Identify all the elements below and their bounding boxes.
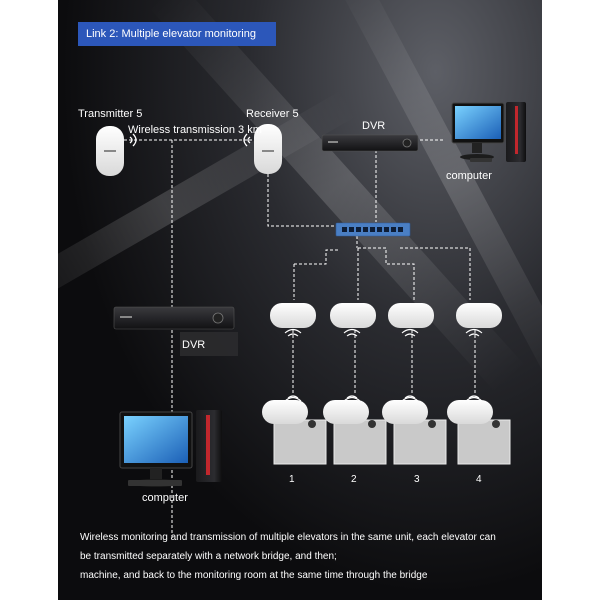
computer-top-icon <box>451 102 526 162</box>
receiver-label: Receiver 5 <box>246 108 299 120</box>
dvr-left-device <box>113 306 238 356</box>
bridge-upper-1 <box>270 303 316 328</box>
computer-bottom-label: computer <box>142 492 188 504</box>
elevator-number: 4 <box>476 474 482 485</box>
elevator-car-1 <box>262 400 327 465</box>
elevator-car-2 <box>323 400 387 465</box>
upper-bridges <box>270 303 502 328</box>
receiver-5-bridge <box>254 124 282 174</box>
description-line: machine, and back to the monitoring room… <box>80 570 428 581</box>
transmitter-5-bridge <box>96 126 124 176</box>
elevator-number: 2 <box>351 474 357 485</box>
wifi-icon <box>284 328 483 402</box>
bridge-upper-2 <box>330 303 376 328</box>
wireless-transmission-label: Wireless transmission 3 km <box>128 124 262 136</box>
dvr-top-label: DVR <box>362 120 386 132</box>
elevator-number: 1 <box>289 474 295 485</box>
elevator-number: 3 <box>414 474 420 485</box>
page-title: Link 2: Multiple elevator monitoring <box>78 22 276 46</box>
elevator-car-4 <box>447 400 511 465</box>
wifi-icon <box>129 133 251 147</box>
computer-bottom-icon <box>119 410 222 487</box>
dark-background-panel <box>58 0 542 600</box>
dvr-top-device <box>321 134 419 152</box>
description-line: be transmitted separately with a network… <box>80 551 337 562</box>
bridge-upper-3 <box>388 303 434 328</box>
dvr-left-label: DVR <box>182 339 206 351</box>
transmitter-label: Transmitter 5 <box>78 108 143 120</box>
elevator-cars <box>262 400 511 465</box>
bridge-upper-4 <box>456 303 502 328</box>
connection-lines <box>124 139 476 540</box>
network-switch <box>335 222 411 237</box>
computer-top-label: computer <box>446 170 492 182</box>
description-line: Wireless monitoring and transmission of … <box>80 532 496 543</box>
elevator-car-3 <box>382 400 447 465</box>
description-text: Wireless monitoring and transmission of … <box>80 528 530 585</box>
